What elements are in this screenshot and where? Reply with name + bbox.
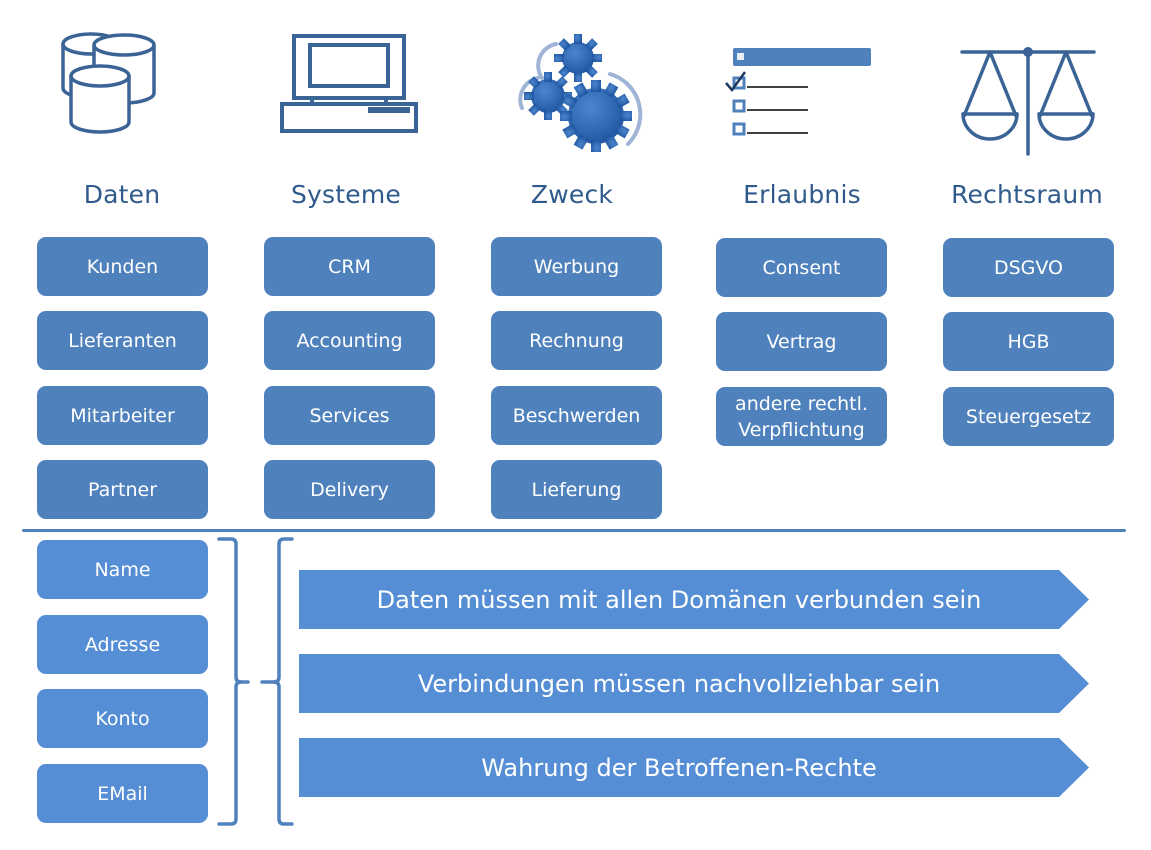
data-attribute-item: EMail: [37, 764, 208, 823]
section-divider: [22, 529, 1126, 532]
data-attribute-item: Adresse: [37, 615, 208, 674]
arrow-shape: [299, 570, 1089, 629]
erlaubnis-item: andere rechtl. Verpflichtung: [716, 387, 887, 446]
requirement-label: Daten müssen mit allen Domänen verbunden…: [376, 585, 982, 614]
rechtsraum-item: DSGVO: [943, 238, 1114, 297]
closing-brace: [217, 537, 250, 826]
column-title-zweck: Zweck: [530, 180, 614, 209]
daten-item: Kunden: [37, 237, 208, 296]
erlaubnis-item: Consent: [716, 238, 887, 297]
computer-icon: [280, 34, 418, 133]
systeme-item: Services: [264, 386, 435, 445]
data-attribute-item: Name: [37, 540, 208, 599]
arrow-shape: [299, 738, 1089, 797]
column-title-rechtsraum: Rechtsraum: [951, 180, 1103, 209]
requirement-label: Verbindungen müssen nachvollziehbar sein: [417, 669, 941, 698]
column-title-erlaubnis: Erlaubnis: [743, 180, 861, 209]
systeme-item: Accounting: [264, 311, 435, 370]
daten-item: Mitarbeiter: [37, 386, 208, 445]
daten-item: Partner: [37, 460, 208, 519]
gears-icon: [518, 34, 643, 152]
opening-brace: [260, 537, 294, 826]
rechtsraum-item: Steuergesetz: [943, 387, 1114, 446]
arrow-shape: [299, 654, 1089, 713]
checklist-icon: [725, 48, 871, 136]
requirement-label: Wahrung der Betroffenen-Rechte: [481, 753, 877, 782]
requirement-arrow: Daten müssen mit allen Domänen verbunden…: [299, 570, 1089, 629]
zweck-item: Beschwerden: [491, 386, 662, 445]
database-icon: [61, 32, 156, 134]
column-title-daten: Daten: [83, 180, 161, 209]
scales-icon: [960, 47, 1096, 156]
rechtsraum-item: HGB: [943, 312, 1114, 371]
zweck-item: Rechnung: [491, 311, 662, 370]
data-attribute-item: Konto: [37, 689, 208, 748]
zweck-item: Lieferung: [491, 460, 662, 519]
systeme-item: Delivery: [264, 460, 435, 519]
requirement-arrow: Verbindungen müssen nachvollziehbar sein: [299, 654, 1089, 713]
erlaubnis-item: Vertrag: [716, 312, 887, 371]
requirement-arrow: Wahrung der Betroffenen-Rechte: [299, 738, 1089, 797]
zweck-item: Werbung: [491, 237, 662, 296]
column-title-systeme: Systeme: [290, 180, 401, 209]
systeme-item: CRM: [264, 237, 435, 296]
daten-item: Lieferanten: [37, 311, 208, 370]
